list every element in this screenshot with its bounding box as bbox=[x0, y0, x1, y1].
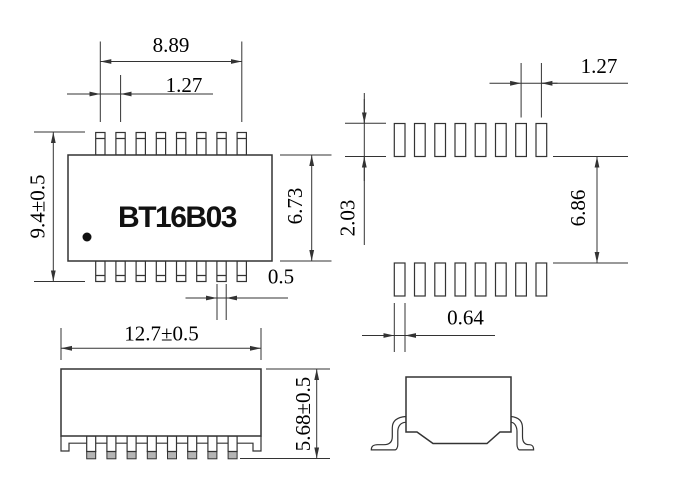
pad bbox=[413, 262, 426, 297]
lead-foot bbox=[106, 451, 117, 460]
top-view: BT16B03 8.89 1.27 9.4±0.5 6.73 bbox=[26, 33, 332, 320]
dim-top-overall-height: 9.4±0.5 bbox=[26, 131, 85, 282]
pin bbox=[175, 131, 187, 156]
pad bbox=[413, 122, 426, 158]
dim-land-row-gap: 6.86 bbox=[553, 156, 628, 264]
part-number-label: BT16B03 bbox=[118, 201, 237, 234]
dim-top-lead-width: 0.5 bbox=[185, 265, 294, 320]
pin bbox=[175, 260, 187, 283]
pin bbox=[236, 260, 248, 283]
dim-land-row-gap-label: 6.86 bbox=[566, 190, 590, 227]
top-view-lower-pins bbox=[95, 260, 248, 283]
pad bbox=[515, 122, 528, 158]
end-view-body bbox=[405, 376, 512, 445]
side-view-body bbox=[60, 368, 262, 437]
dim-side-overall-height: 5.68±0.5 bbox=[240, 368, 330, 459]
lead-foot bbox=[86, 451, 97, 460]
pad bbox=[454, 122, 467, 158]
pad bbox=[454, 262, 467, 297]
pin bbox=[155, 131, 167, 156]
dim-top-body-height-label: 6.73 bbox=[283, 188, 307, 225]
dim-top-lead-width-label: 0.5 bbox=[268, 265, 294, 289]
lead-foot bbox=[207, 451, 218, 460]
pad bbox=[434, 262, 447, 297]
dim-side-body-length: 12.7±0.5 bbox=[60, 322, 262, 360]
pad bbox=[494, 262, 507, 297]
dim-top-pin-span: 8.89 bbox=[99, 33, 243, 122]
pin bbox=[95, 260, 106, 283]
pin bbox=[95, 131, 106, 156]
pad bbox=[393, 122, 406, 158]
pad bbox=[535, 262, 548, 297]
dim-land-pad-pitch-label: 1.27 bbox=[581, 54, 618, 78]
pin bbox=[236, 131, 248, 156]
pin bbox=[196, 131, 207, 156]
pad bbox=[515, 262, 528, 297]
dim-top-overall-height-label: 9.4±0.5 bbox=[26, 174, 50, 238]
top-view-upper-pins bbox=[95, 131, 248, 156]
gull-wing-lead-left bbox=[370, 415, 407, 451]
lead-foot bbox=[187, 451, 198, 460]
gull-wing-lead-right bbox=[510, 415, 535, 451]
pin bbox=[155, 260, 167, 283]
land-pattern-view: 1.27 2.03 6.86 0.64 bbox=[336, 54, 628, 352]
dim-land-pad-length: 2.03 bbox=[336, 93, 386, 245]
pin1-marker-dot bbox=[82, 232, 92, 242]
pin bbox=[115, 131, 126, 156]
pad bbox=[393, 262, 406, 297]
pin bbox=[135, 131, 147, 156]
pad bbox=[434, 122, 447, 158]
land-pattern-lower-pads bbox=[393, 262, 548, 297]
dim-top-body-height: 6.73 bbox=[280, 154, 332, 262]
pin bbox=[115, 260, 126, 283]
lead-foot bbox=[167, 451, 177, 460]
pin bbox=[196, 260, 207, 283]
side-view-flange bbox=[60, 436, 262, 452]
dim-top-pin-pitch: 1.27 bbox=[67, 73, 213, 122]
dim-side-body-length-label: 12.7±0.5 bbox=[124, 322, 199, 346]
dim-land-pad-pitch: 1.27 bbox=[489, 54, 628, 118]
lead bbox=[86, 435, 238, 453]
dim-top-pin-pitch-label: 1.27 bbox=[166, 73, 203, 97]
lead-foot bbox=[227, 451, 238, 460]
pad bbox=[474, 262, 487, 297]
lead-foot bbox=[126, 451, 137, 460]
dim-land-pad-width-label: 0.64 bbox=[447, 306, 484, 330]
dim-side-overall-height-label: 5.68±0.5 bbox=[291, 377, 315, 452]
dim-land-pad-width: 0.64 bbox=[362, 303, 495, 352]
lead-foot bbox=[146, 451, 157, 460]
pin bbox=[216, 260, 227, 283]
top-view-body bbox=[67, 154, 273, 262]
pin bbox=[135, 260, 147, 283]
side-view-leads bbox=[86, 435, 238, 460]
dim-land-pad-length-label: 2.03 bbox=[336, 200, 360, 237]
pin bbox=[216, 131, 227, 156]
pad bbox=[535, 122, 548, 158]
pad bbox=[474, 122, 487, 158]
land-pattern-upper-pads bbox=[393, 122, 548, 158]
side-view: 12.7±0.5 5.68±0.5 bbox=[60, 322, 330, 460]
end-view bbox=[370, 376, 535, 451]
pad bbox=[494, 122, 507, 158]
dim-top-pin-span-label: 8.89 bbox=[153, 33, 190, 57]
